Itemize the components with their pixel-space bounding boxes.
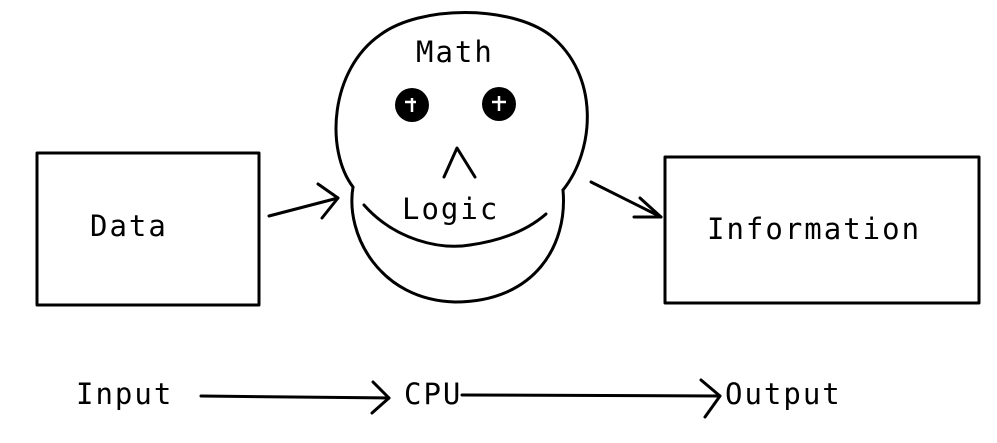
data-box: Data bbox=[35, 151, 261, 307]
flow-input-label: Input bbox=[76, 377, 173, 411]
cpu-to-information-arrow-head bbox=[632, 196, 663, 219]
cpu-to-information-arrow-shaft bbox=[589, 180, 663, 219]
flow-cpu-label: CPU bbox=[404, 377, 462, 411]
cpu-head-smile bbox=[362, 203, 548, 248]
data-box-outline bbox=[35, 151, 261, 307]
cpu-head-nose bbox=[442, 146, 477, 179]
data-box-label: Data bbox=[90, 209, 168, 243]
cpu-head-skull-outline bbox=[334, 11, 589, 192]
cpu-head: Math Logic bbox=[334, 11, 589, 304]
data-to-cpu-arrow-shaft bbox=[267, 196, 340, 218]
flow-row: Input CPU Output bbox=[76, 377, 842, 419]
cpu-to-output-arrow-head bbox=[699, 378, 722, 419]
information-box-outline bbox=[663, 155, 981, 305]
information-box: Information bbox=[663, 155, 981, 305]
cpu-head-jaw-outline bbox=[350, 185, 565, 304]
cpu-to-information-arrow bbox=[589, 180, 663, 219]
flow-output-label: Output bbox=[725, 377, 842, 411]
right-eye-icon bbox=[482, 87, 516, 121]
cpu-to-output-arrow-shaft bbox=[460, 393, 722, 398]
input-to-cpu-arrow-head bbox=[370, 380, 391, 415]
data-to-cpu-arrow bbox=[267, 182, 340, 220]
input-to-cpu-arrow-shaft bbox=[199, 394, 391, 400]
information-box-label: Information bbox=[707, 212, 921, 246]
cpu-head-mouth-label: Logic bbox=[402, 192, 499, 226]
data-to-cpu-arrow-head bbox=[316, 182, 340, 220]
input-to-cpu-arrow bbox=[199, 380, 391, 415]
left-eye-icon bbox=[395, 88, 429, 122]
cpu-head-top-label: Math bbox=[416, 35, 494, 69]
cpu-to-output-arrow bbox=[460, 378, 722, 419]
